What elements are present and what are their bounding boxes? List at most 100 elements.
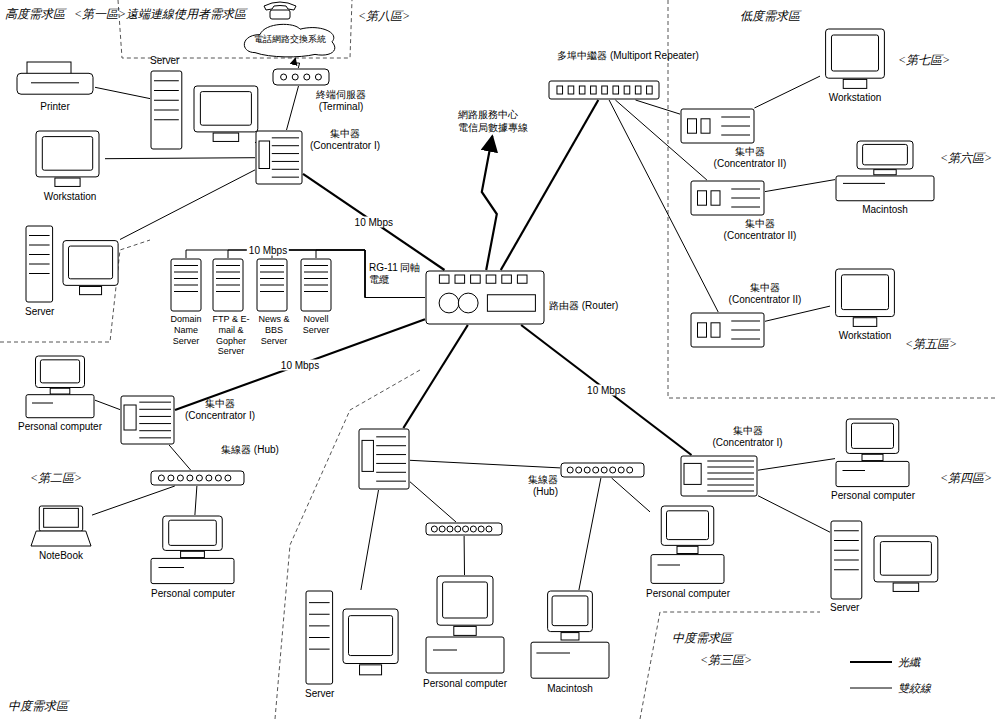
monitor-device: Workstation xyxy=(820,28,890,90)
icon-shape xyxy=(681,109,754,143)
device-label: 集中器 (Concentrator II) xyxy=(710,146,790,170)
device-name: 多埠中繼器 (Multiport Repeater) xyxy=(538,50,718,62)
icon-shape xyxy=(836,461,909,486)
device-name: 集中器 (Concentrator II) xyxy=(725,282,805,306)
device-name: 集中器 (Concentrator II) xyxy=(720,218,800,242)
cable-connector xyxy=(758,496,830,533)
device-label: 集中器 (Concentrator I) xyxy=(305,128,385,152)
device-name: Personal computer xyxy=(823,490,923,502)
device-label: Printer xyxy=(15,101,95,113)
device-label: Domain Name Server xyxy=(164,314,208,346)
icon-shape xyxy=(315,74,321,80)
pc-device: Personal computer xyxy=(150,515,235,585)
icon-shape xyxy=(698,191,707,205)
icon-shape xyxy=(690,180,765,216)
icon-shape xyxy=(154,119,179,120)
zone-label: <第一區> xyxy=(74,6,126,23)
icon-shape xyxy=(846,419,899,453)
icon-shape xyxy=(834,560,859,561)
device-name: Server xyxy=(830,602,890,614)
cable-connector xyxy=(765,306,830,321)
icon-shape xyxy=(536,653,570,654)
icon-shape xyxy=(548,591,593,632)
icon-shape xyxy=(272,153,299,154)
device-name: Server xyxy=(305,688,365,700)
icon-shape xyxy=(80,286,102,294)
icon-shape xyxy=(358,428,410,490)
cable-connector xyxy=(169,445,191,470)
conc2-device: 集中器 (Concentrator II) xyxy=(690,180,765,216)
speed-label: 10 Mbps xyxy=(247,245,289,256)
zone-label: <第七區> xyxy=(898,52,950,69)
icon-shape xyxy=(721,126,750,127)
icon-shape xyxy=(139,430,171,431)
device-name: Novell Server xyxy=(294,314,338,336)
icon-shape xyxy=(376,481,406,482)
icon-shape xyxy=(584,467,590,473)
legend-text: 光纖 xyxy=(898,655,920,670)
device-label: 集線器 (Hub) xyxy=(210,444,290,456)
icon-shape xyxy=(17,73,93,94)
icon-shape xyxy=(150,470,245,486)
device-name: News & BBS Server xyxy=(254,314,294,346)
device-name: Workstation xyxy=(30,191,110,203)
icon-shape xyxy=(548,80,660,100)
icon-shape xyxy=(154,80,179,81)
zone-boundary xyxy=(118,0,352,58)
icon-shape xyxy=(304,74,310,80)
device-label: 集中器 (Concentrator I) xyxy=(705,425,790,449)
icon-shape xyxy=(463,526,469,532)
icon-shape xyxy=(830,520,940,600)
legend-sample xyxy=(850,661,892,663)
device-label: Macintosh xyxy=(530,683,610,695)
icon-shape xyxy=(677,546,698,553)
icon-shape xyxy=(304,285,328,286)
device-label: NoteBook xyxy=(26,550,96,562)
cable-connector xyxy=(482,136,497,270)
device-label: FTP & E-mail & Gopher Server xyxy=(208,314,254,357)
device-name: Personal computer xyxy=(10,421,110,433)
icon-shape xyxy=(304,272,328,273)
conc-device xyxy=(358,428,410,490)
icon-shape xyxy=(362,440,373,471)
icon-shape xyxy=(698,323,707,337)
icon-shape xyxy=(602,86,608,94)
icon-shape xyxy=(841,275,888,310)
icon-shape xyxy=(667,511,709,540)
icon-shape xyxy=(517,275,527,283)
icon-shape xyxy=(426,271,544,324)
zone-boundary xyxy=(275,370,420,719)
icon-shape xyxy=(425,522,503,536)
icon-shape xyxy=(843,79,867,88)
icon-shape xyxy=(835,418,910,488)
cable-wire xyxy=(464,536,465,575)
icon-shape xyxy=(309,649,330,650)
telephone-symbol xyxy=(264,2,296,19)
icon-shape xyxy=(151,71,182,149)
icon-shape xyxy=(30,130,105,188)
icon-shape xyxy=(852,423,894,448)
icon-shape xyxy=(139,409,171,410)
device-name: FTP & E-mail & Gopher Server xyxy=(208,314,254,357)
device-name: Domain Name Server xyxy=(164,314,208,346)
icon-shape xyxy=(691,313,764,347)
hub-device: 集線器 (Hub) xyxy=(150,470,245,486)
icon-shape xyxy=(359,429,409,489)
cable-wire xyxy=(612,478,650,512)
icon-shape xyxy=(151,558,234,583)
icon-shape xyxy=(458,293,478,313)
device-label: 終端伺服器 (Terminal) xyxy=(305,89,377,113)
icon-shape xyxy=(309,602,330,603)
device-label: 電話網路交換系統 xyxy=(250,34,330,45)
icon-shape xyxy=(26,226,53,302)
icon-shape xyxy=(425,270,545,325)
icon-shape xyxy=(169,520,217,545)
icon-shape xyxy=(531,642,609,678)
icon-shape xyxy=(731,339,760,340)
repeater-device: 多埠中繼器 (Multiport Repeater) xyxy=(548,80,660,100)
zone-boundary xyxy=(668,0,995,398)
device-name: Server xyxy=(150,55,210,67)
icon-shape xyxy=(439,275,449,283)
device-name: 電話網路交換系統 xyxy=(250,34,330,45)
